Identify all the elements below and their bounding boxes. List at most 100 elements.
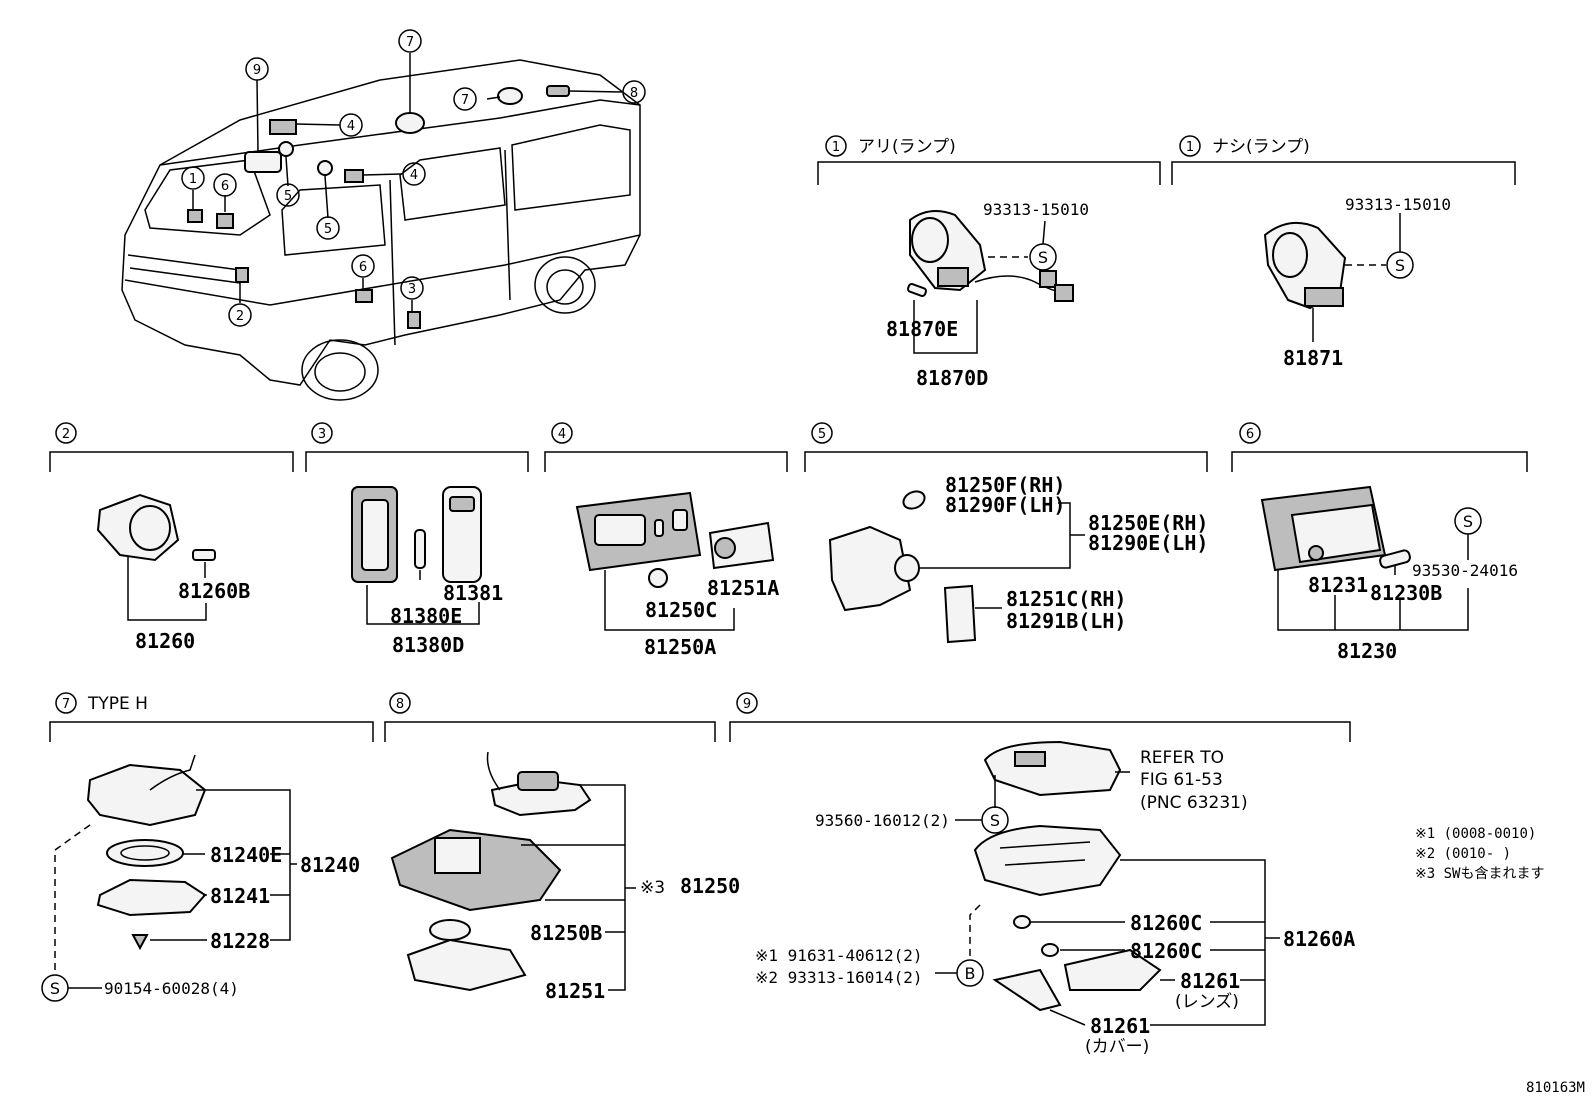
footnote-1: ※1 (0008-0010) xyxy=(1415,826,1536,842)
svg-text:7: 7 xyxy=(62,697,70,712)
footnote-2: ※2 (0010- ) xyxy=(1415,846,1511,862)
svg-text:5: 5 xyxy=(818,427,826,442)
svg-text:8: 8 xyxy=(396,697,404,712)
symbol-b: B xyxy=(965,964,976,983)
svg-text:REFER TO: REFER TO xyxy=(1140,748,1224,768)
section-7: 7 TYPE H S 81240E 81241 81228 81240 9015… xyxy=(41,692,374,1002)
part-number: 81260C xyxy=(1130,911,1202,935)
part-number: 81250F(RH) xyxy=(945,473,1065,497)
part-number: 81260 xyxy=(135,629,195,653)
van-callouts: 1 2 3 4 4 5 5 6 6 7 7 8 9 xyxy=(181,29,646,327)
part-number: 81251A xyxy=(707,576,779,600)
diagram-code: 810163M xyxy=(1526,1080,1585,1096)
callout-6-b: 6 xyxy=(351,254,375,278)
part-number: 81291B(LH) xyxy=(1006,609,1126,633)
svg-text:3: 3 xyxy=(408,282,416,297)
svg-text:(PNC 63231): (PNC 63231) xyxy=(1140,793,1248,813)
symbol-s: S xyxy=(1463,512,1473,531)
callout-5-b: 5 xyxy=(316,216,340,240)
section-9: 9 S B REFER TO FIG 61-53 (PNC 63231) 935… xyxy=(729,692,1355,1057)
part-number: 81261 xyxy=(1180,969,1240,993)
footnote-3: ※3 SWも含まれます xyxy=(1415,866,1544,882)
svg-text:4: 4 xyxy=(410,168,418,183)
svg-text:7: 7 xyxy=(461,93,469,108)
part-number: 81380D xyxy=(392,633,464,657)
section-6: 6 S 81231 81230B 93530-24016 81230 xyxy=(1231,422,1528,663)
part-number: 93313-15010 xyxy=(1345,195,1451,214)
part-number: ※1 91631-40612(2) xyxy=(755,946,923,965)
svg-text:1: 1 xyxy=(189,172,197,187)
part-number: 81380E xyxy=(390,604,462,628)
svg-text:9: 9 xyxy=(743,697,751,712)
part-number: 81241 xyxy=(210,884,270,908)
svg-text:ナシ(ランプ): ナシ(ランプ) xyxy=(1212,137,1310,157)
part-number: 81260A xyxy=(1283,927,1355,951)
section-5: 5 81250F(RH) 81290F(LH) 81250E(RH) 81290… xyxy=(804,422,1208,644)
svg-text:7: 7 xyxy=(406,35,414,50)
svg-text:9: 9 xyxy=(253,63,261,78)
part-number: 93560-16012(2) xyxy=(815,811,950,830)
part-number: 90154-60028(4) xyxy=(104,979,239,998)
section-1a: 1 アリ(ランプ) S 93313-15010 81870E 81870D xyxy=(817,135,1161,390)
svg-text:アリ(ランプ): アリ(ランプ) xyxy=(858,137,956,157)
svg-text:5: 5 xyxy=(324,222,332,237)
svg-text:※3: ※3 xyxy=(640,878,665,898)
part-number: 81260C xyxy=(1130,939,1202,963)
symbol-s: S xyxy=(1395,256,1405,275)
callout-3: 3 xyxy=(400,276,424,300)
part-number: 81250E(RH) xyxy=(1088,511,1208,535)
part-number: 81251C(RH) xyxy=(1006,587,1126,611)
part-number: 93313-15010 xyxy=(983,200,1089,219)
callout-9: 9 xyxy=(245,57,269,81)
part-number: 81230B xyxy=(1370,581,1442,605)
section-1b: 1 ナシ(ランプ) S 93313-15010 81871 xyxy=(1171,135,1516,370)
part-number: 81231 xyxy=(1308,573,1368,597)
part-number: 81251 xyxy=(545,979,605,1003)
part-number: 81250A xyxy=(644,635,716,659)
callout-1: 1 xyxy=(181,166,205,190)
part-number: 81250B xyxy=(530,921,602,945)
part-number: 81290E(LH) xyxy=(1088,531,1208,555)
van-overview xyxy=(121,53,641,401)
part-number: 81871 xyxy=(1283,346,1343,370)
part-number: 81250C xyxy=(645,598,717,622)
symbol-s: S xyxy=(990,811,1000,830)
svg-text:6: 6 xyxy=(359,260,367,275)
part-number: 93530-24016 xyxy=(1412,561,1518,580)
svg-text:1: 1 xyxy=(832,140,840,155)
part-number: 81260B xyxy=(178,579,250,603)
svg-text:5: 5 xyxy=(284,189,292,204)
part-number: 81870D xyxy=(916,366,988,390)
part-number: 81240E xyxy=(210,843,282,867)
part-number: 81230 xyxy=(1337,639,1397,663)
svg-text:8: 8 xyxy=(630,86,638,101)
callout-8: 8 xyxy=(622,80,646,104)
svg-text:FIG 61-53: FIG 61-53 xyxy=(1140,770,1223,790)
callout-6-a: 6 xyxy=(213,173,237,197)
callout-4-b: 4 xyxy=(402,162,426,186)
part-number: 81261 xyxy=(1090,1014,1150,1038)
section-3: 3 81381 81380E 81380D xyxy=(305,422,529,657)
callout-7-b: 7 xyxy=(453,87,477,111)
part-number: 81381 xyxy=(443,581,503,605)
svg-text:6: 6 xyxy=(1246,427,1254,442)
part-number: 81228 xyxy=(210,929,270,953)
svg-text:4: 4 xyxy=(558,427,566,442)
callout-4-a: 4 xyxy=(339,113,363,137)
section-8: 8 81250B 81251 ※3 81250 xyxy=(384,692,740,1003)
svg-text:2: 2 xyxy=(236,309,244,324)
svg-text:(レンズ): (レンズ) xyxy=(1175,992,1239,1012)
svg-text:6: 6 xyxy=(221,179,229,194)
footnotes: ※1 (0008-0010) ※2 (0010- ) ※3 SWも含まれます xyxy=(1415,826,1544,882)
svg-text:2: 2 xyxy=(62,427,70,442)
symbol-s: S xyxy=(1038,248,1048,267)
svg-text:4: 4 xyxy=(347,119,355,134)
section-4: 4 81250C 81251A 81250A xyxy=(544,422,788,659)
symbol-s: S xyxy=(50,979,60,998)
part-number: 81250 xyxy=(680,874,740,898)
svg-text:3: 3 xyxy=(318,427,326,442)
part-number: 81870E xyxy=(886,317,958,341)
part-number: 81290F(LH) xyxy=(945,493,1065,517)
